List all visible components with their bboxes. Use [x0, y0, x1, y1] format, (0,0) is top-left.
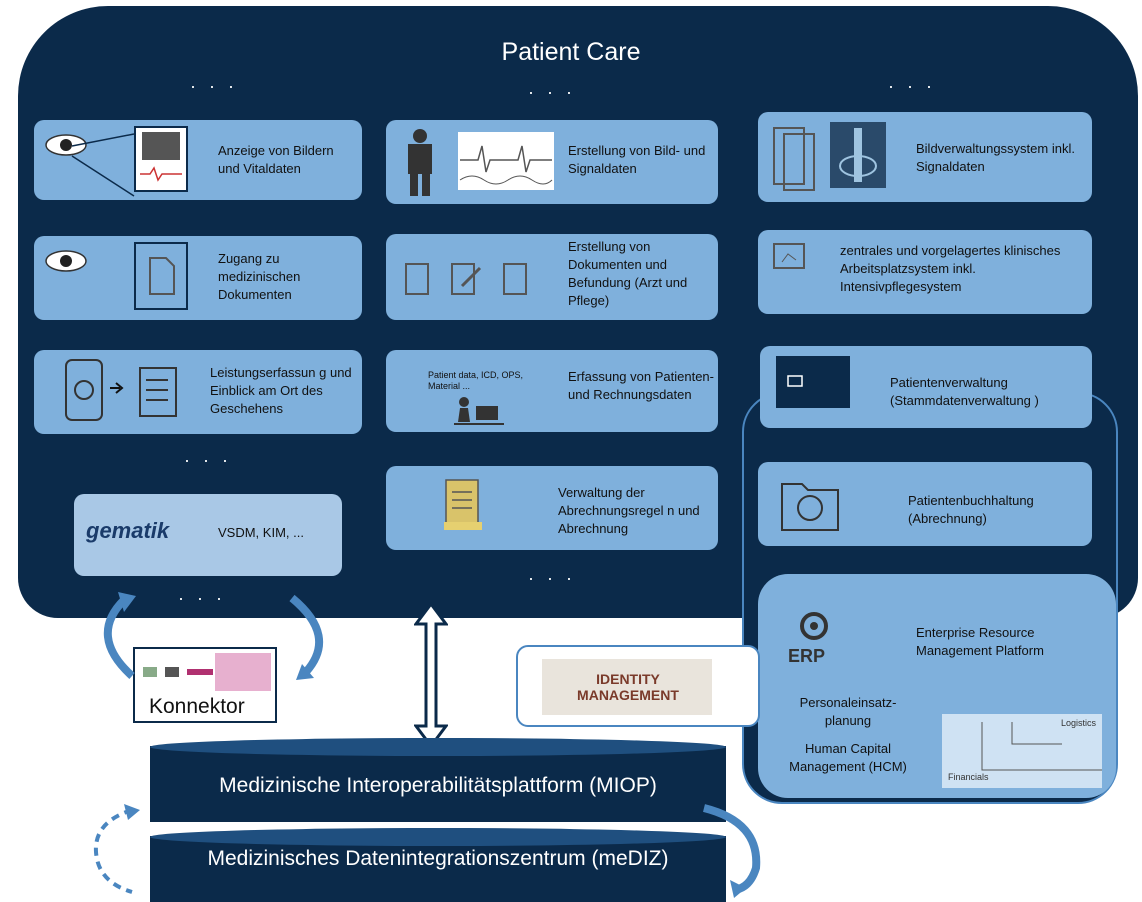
invoice-icon — [442, 476, 484, 538]
xray-image-icon — [830, 122, 886, 188]
ellipsis-middle-bottom: · · · — [528, 568, 576, 588]
body-scan-icon — [400, 126, 440, 198]
identity-wordcloud-image — [542, 659, 712, 715]
card-erfassung-note: Patient data, ICD, OPS, Material ... — [428, 370, 524, 391]
konnektor-cycle-arrows — [104, 592, 324, 680]
miop-to-mediz-arrow — [702, 804, 761, 898]
card-abrechnung-label: Verwaltung der Abrechnungsregel n und Ab… — [558, 485, 700, 536]
card-patientenverwaltung-label: Patientenverwaltung (Stammdatenverwaltun… — [890, 375, 1039, 408]
ellipsis-middle: · · · — [528, 82, 576, 102]
card-erstellung-bild: Erstellung von Bild- und Signaldaten — [386, 120, 718, 204]
ellipsis-left-mid: · · · — [184, 450, 232, 470]
card-arbeitsplatz-label: zentrales und vorgelagertes klinisches A… — [840, 243, 1061, 294]
card-erstellung-dok-label: Erstellung von Dokumenten und Befundung … — [568, 239, 688, 308]
card-erstellung-dok: Erstellung von Dokumenten und Befundung … — [386, 234, 718, 320]
double-arrow-vertical — [414, 602, 448, 748]
eye-connector-lines — [71, 133, 135, 197]
card-erfassung-label: Erfassung von Patienten- und Rechnungsda… — [568, 369, 714, 402]
card-anzeige-label: Anzeige von Bildern und Vitaldaten — [218, 143, 334, 176]
ellipsis-right: · · · — [888, 76, 936, 96]
card-erp: ERP Enterprise Resource Management Platf… — [758, 574, 1116, 798]
money-folder-icon — [778, 472, 844, 536]
ellipsis-left-bottom: · · · — [178, 588, 226, 608]
document-icon — [134, 242, 188, 310]
miop-top — [150, 738, 726, 756]
erp-gear-icon — [784, 606, 844, 666]
financials-label: Financials — [948, 772, 989, 782]
konnektor-device-image — [215, 653, 271, 691]
monitor-icon — [770, 240, 810, 276]
card-zugang: Zugang zu medizinischen Dokumenten — [34, 236, 362, 320]
ellipsis-left: · · · — [190, 76, 238, 96]
card-abrechnung: Verwaltung der Abrechnungsregel n und Ab… — [386, 466, 718, 550]
eye-icon — [42, 130, 92, 160]
mobile-checklist-icon — [64, 358, 184, 422]
konnektor-box: Konnektor — [133, 647, 277, 723]
personal-label: Personaleinsatz-planung — [799, 695, 897, 728]
mediz-label: Medizinisches Datenintegrationszentrum (… — [207, 847, 669, 870]
card-bildverwaltung-label: Bildverwaltungssystem inkl. Signaldaten — [916, 141, 1075, 174]
card-gematik-label: VSDM, KIM, ... — [218, 525, 304, 540]
logistics-financials-thumbnail: Logistics Financials — [942, 714, 1102, 788]
erp-platform-label: Enterprise Resource Management Platform — [916, 625, 1044, 658]
card-bildverwaltung: Bildverwaltungssystem inkl. Signaldaten — [758, 112, 1092, 202]
card-erstellung-bild-label: Erstellung von Bild- und Signaldaten — [568, 143, 706, 176]
dashed-cycle-arrow — [93, 804, 140, 894]
card-erfassung: Patient data, ICD, OPS, Material ... Erf… — [386, 350, 718, 432]
identity-label: IDENTITY MANAGEMENT — [577, 671, 679, 703]
miop-label: Medizinische Interoperabilitätsplattform… — [219, 774, 657, 797]
mediz-top — [150, 828, 726, 846]
miop-platform: Medizinische Interoperabilitätsplattform… — [150, 738, 726, 822]
konnektor-hardware-icon — [143, 667, 213, 677]
hcm-label: Human Capital Management (HCM) — [789, 741, 907, 774]
card-leistung-label: Leistungserfassun g und Einblick am Ort … — [210, 365, 352, 416]
id-card-icon — [774, 354, 852, 410]
card-zugang-label: Zugang zu medizinischen Dokumenten — [218, 251, 301, 302]
xray-vital-icon — [134, 126, 188, 192]
card-gematik: gematik VSDM, KIM, ... — [74, 494, 342, 576]
card-buchhaltung-label: Patientenbuchhaltung (Abrechnung) — [908, 493, 1034, 526]
mediz-center: Medizinisches Datenintegrationszentrum (… — [150, 828, 726, 902]
workstation-person-icon — [446, 396, 506, 430]
documents-edit-icon — [404, 260, 534, 300]
folder-icon — [770, 122, 822, 192]
erp-label: ERP — [788, 646, 826, 666]
panel-title: Patient Care — [501, 38, 641, 66]
logistics-label: Logistics — [1060, 718, 1096, 728]
identity-management-box: IDENTITY MANAGEMENT — [516, 645, 760, 727]
eye-icon — [42, 246, 92, 276]
card-leistung: Leistungserfassun g und Einblick am Ort … — [34, 350, 362, 434]
gematik-logo: gematik — [86, 518, 170, 543]
signal-chart-icon — [458, 132, 554, 190]
card-arbeitsplatz: zentrales und vorgelagertes klinisches A… — [758, 230, 1092, 314]
konnektor-label: Konnektor — [149, 695, 245, 718]
card-anzeige: Anzeige von Bildern und Vitaldaten — [34, 120, 362, 200]
card-patientenverwaltung: Patientenverwaltung (Stammdatenverwaltun… — [760, 346, 1092, 428]
card-buchhaltung: Patientenbuchhaltung (Abrechnung) — [758, 462, 1092, 546]
